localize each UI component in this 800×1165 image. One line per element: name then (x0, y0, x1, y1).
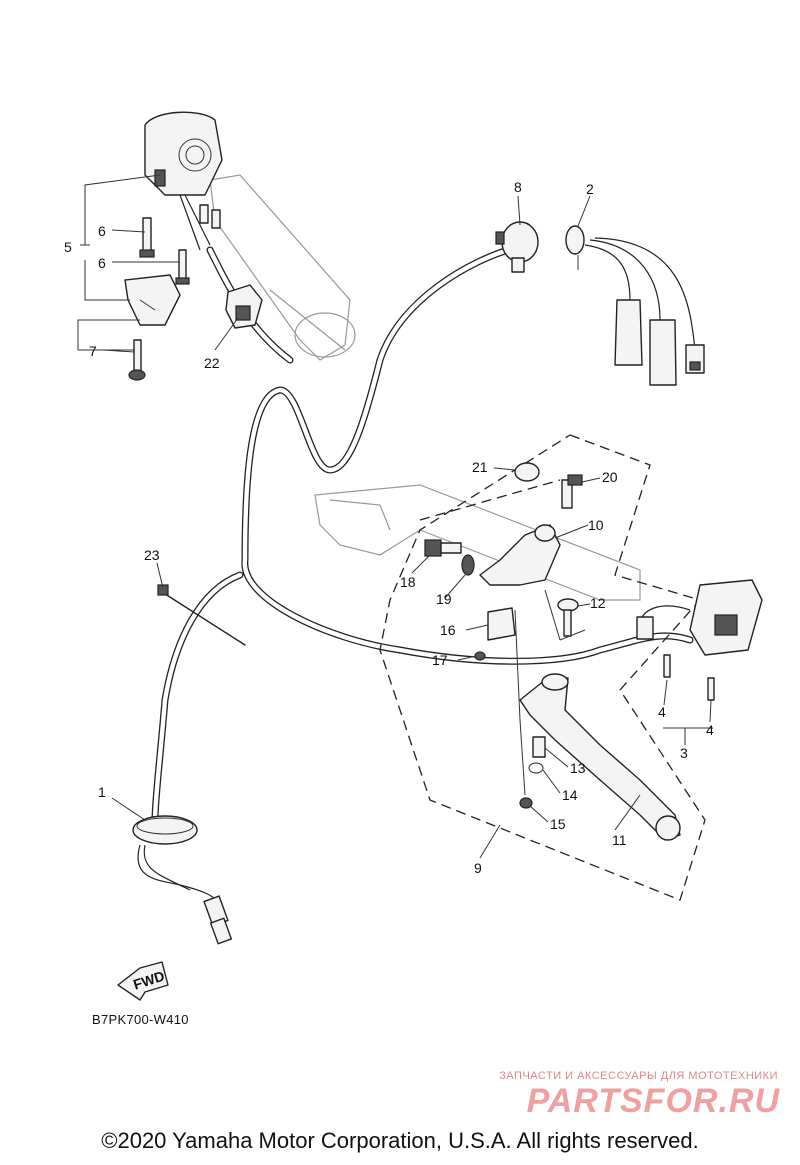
callout-3: 3 (680, 745, 688, 761)
callout-17: 17 (432, 652, 448, 668)
callout-2: 2 (586, 181, 594, 197)
adjuster-18 (424, 539, 462, 557)
callout-5: 5 (64, 239, 72, 255)
diagram-code: B7PK700-W410 (92, 1012, 189, 1027)
screw-4b (707, 677, 715, 701)
callout-12: 12 (590, 595, 606, 611)
cable-main (241, 244, 694, 665)
lever-holder-10 (479, 524, 561, 586)
leader-lines (77, 174, 713, 859)
collar-13 (532, 736, 546, 758)
cap-21 (514, 462, 540, 482)
callout-21: 21 (472, 459, 488, 475)
callout-20: 20 (602, 469, 618, 485)
cable-clamp-22 (225, 284, 263, 329)
callout-18: 18 (400, 574, 416, 590)
callout-4b: 4 (706, 722, 714, 738)
assembly-outline-upper (419, 479, 561, 521)
callout-1: 1 (98, 784, 106, 800)
handlebar-ghost-middle (314, 484, 641, 601)
handlebar-ghost-upper (209, 174, 356, 361)
nut-19 (461, 554, 475, 576)
callout-4a: 4 (658, 704, 666, 720)
callout-14: 14 (562, 787, 578, 803)
nut-15 (519, 797, 533, 809)
screw-12 (557, 598, 579, 637)
copyright-notice: ©2020 Yamaha Motor Corporation, U.S.A. A… (101, 1128, 699, 1153)
watermark-brand: PARTSFOR.RU (526, 1082, 780, 1120)
callout-6b: 6 (98, 255, 106, 271)
callout-labels: 1 2 3 4 4 5 6 6 7 8 9 10 11 12 13 14 15 … (64, 179, 714, 876)
callout-19: 19 (436, 591, 452, 607)
callout-11: 11 (612, 832, 627, 848)
callout-8: 8 (514, 179, 522, 195)
assembly-outline-9 (379, 434, 706, 901)
watermark-tagline: ЗАПЧАСТИ И АКСЕССУАРЫ ДЛЯ МОТОТЕХНИКИ (499, 1070, 778, 1082)
callout-16: 16 (440, 622, 456, 638)
lower-switch-half (124, 274, 181, 326)
screw-17 (474, 651, 486, 661)
left-switch-assembly (144, 111, 223, 251)
screw-7 (128, 339, 146, 381)
switch-leads (584, 237, 705, 386)
band-1 (132, 815, 233, 945)
screw-6b (175, 249, 190, 285)
bolt-20 (561, 474, 583, 509)
screw-4a (663, 654, 671, 678)
cable-boot-2 (565, 225, 585, 270)
callout-13: 13 (570, 760, 586, 776)
callout-6a: 6 (98, 223, 106, 239)
callout-15: 15 (550, 816, 566, 832)
right-switch-3 (636, 579, 763, 656)
cable-holder-8 (495, 221, 539, 273)
callout-10: 10 (588, 517, 604, 533)
cable-tie-23 (157, 584, 246, 646)
cable-lower (151, 246, 294, 824)
callout-9: 9 (474, 860, 482, 876)
fwd-arrow: FWD (117, 961, 169, 1001)
washer-14 (528, 762, 544, 774)
callout-7: 7 (89, 343, 97, 359)
switch-16 (487, 607, 516, 641)
callout-22: 22 (204, 355, 220, 371)
clutch-lever-11 (519, 673, 681, 841)
callout-23: 23 (144, 547, 160, 563)
screw-6a (139, 217, 155, 258)
